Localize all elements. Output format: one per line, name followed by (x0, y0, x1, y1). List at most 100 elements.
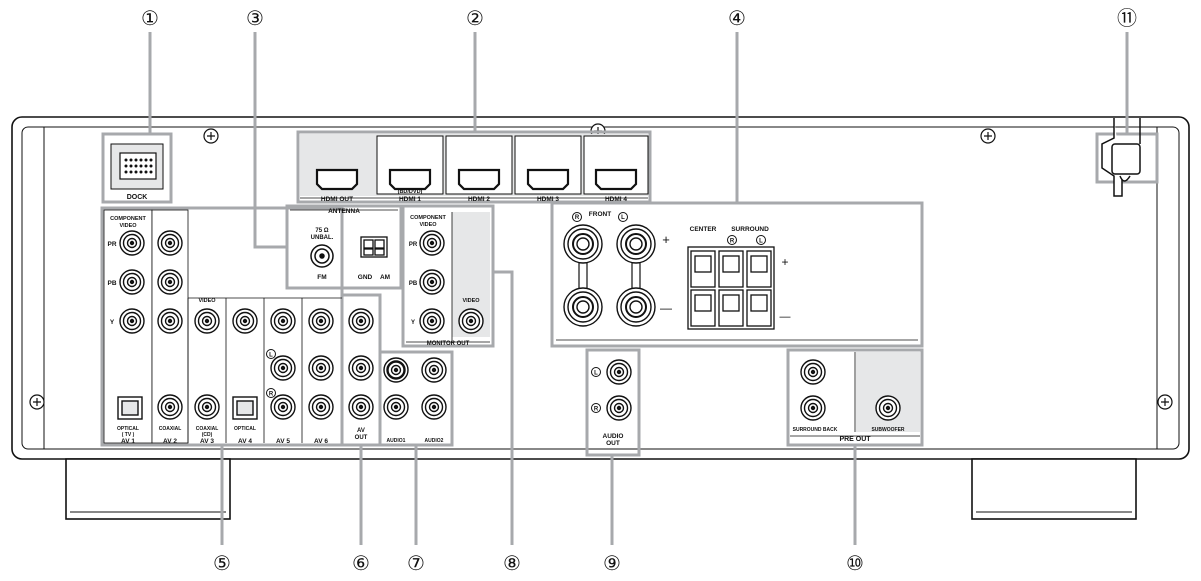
screw-icon (1157, 394, 1173, 410)
hdmi-group: HDMI OUT (BD/DVD) HDMI 1 HDMI 2 HDMI 3 H… (300, 134, 649, 203)
rca-jack-icon (119, 230, 145, 256)
av-out-label-2: OUT (355, 435, 368, 441)
rca-jack-icon (270, 355, 296, 381)
ohm-label: 75 Ω (315, 228, 328, 234)
av6-label: AV 6 (314, 438, 328, 445)
callout-9: ⑨ (603, 551, 621, 575)
rca-jack-icon (458, 308, 484, 334)
hdmi-port-icon (526, 168, 570, 191)
binding-post-icon (563, 287, 603, 327)
av3-label: AV 3 (200, 438, 214, 445)
callout-6: ⑥ (352, 551, 370, 575)
av-input-panel: COMPONENT VIDEO PR PB Y VIDEO (103, 209, 342, 445)
monitor-out-group: COMPONENT VIDEO PR PB Y VIDEO MONITOR OU… (406, 212, 490, 347)
spring-terminal-icons (687, 246, 775, 330)
optical-port-icon (117, 396, 143, 420)
cd-label: (CD) (202, 432, 213, 438)
tv-label: ( TV ) (122, 432, 135, 438)
av4-label: AV 4 (238, 438, 252, 445)
y-label: Y (110, 319, 115, 326)
hdmi-port-icon (594, 168, 638, 191)
component-video-label: VIDEO (119, 223, 137, 229)
callout-5: ⑤ (213, 551, 231, 575)
hdmi2-label: HDMI 2 (468, 196, 490, 203)
pre-out-group: SURROUND BACK SUBWOOFER PRE OUT (790, 352, 920, 443)
surround-label: SURROUND (731, 226, 769, 233)
binding-post-icons (563, 224, 656, 327)
pr-label: PR (107, 241, 116, 248)
coaxial3-label: COAXIAL (196, 426, 219, 432)
pb-label: PB (107, 280, 116, 287)
rca-jack-icon (800, 359, 826, 385)
component-label: COMPONENT (110, 216, 146, 222)
rca-jack-icon (157, 269, 183, 295)
rca-jack-icon (419, 308, 445, 334)
callout-2: ② (466, 6, 484, 30)
callout-3: ③ (246, 6, 264, 30)
rca-jack-icon (157, 394, 183, 420)
callout-leaders (148, 32, 1129, 545)
audio-out-r-marker: R (594, 407, 599, 413)
pre-out-label: PRE OUT (839, 436, 871, 443)
front-r-marker: R (575, 215, 580, 221)
hdmi-out-label: HDMI OUT (321, 196, 353, 203)
callout-8: ⑧ (503, 551, 521, 575)
surround-back-label: SURROUND BACK (793, 427, 838, 433)
speakers-group: R FRONT L + — CENTER SURROUND R L (556, 211, 918, 341)
front-plus-label: + (662, 232, 670, 247)
am-label: AM (380, 274, 390, 281)
rca-jack-icon (157, 230, 183, 256)
rca-jack-icon (348, 394, 374, 420)
hdmi1-label: HDMI 1 (399, 196, 421, 203)
rca-jack-icon (232, 308, 258, 334)
hdmi4-label: HDMI 4 (605, 196, 627, 203)
rca-jack-icon (308, 394, 334, 420)
rca-jack-icon (421, 357, 447, 383)
binding-post-icon (616, 224, 656, 264)
rca-jack-icon (383, 394, 409, 420)
rca-jack-icon (348, 308, 374, 334)
rca-jack-icon (157, 308, 183, 334)
hdmi-connector-icons (315, 168, 638, 191)
rca-jack-icon (419, 230, 445, 256)
fm-jack-icon (310, 244, 334, 268)
rca-jack-icon (383, 357, 409, 383)
audio1-label: AUDIO1 (387, 438, 406, 444)
hdmi-port-icon (315, 168, 359, 191)
rca-jacks (119, 230, 334, 420)
surround-r-marker: R (730, 239, 735, 245)
screw-icon (980, 128, 996, 144)
optical4-label: OPTICAL (234, 426, 256, 432)
rca-jack-icon (308, 308, 334, 334)
unbal-label: UNBAL. (311, 235, 334, 241)
surround-plus-label: + (781, 255, 788, 269)
monitor-out-label: MONITOR OUT (427, 341, 470, 347)
audio-in-group: AUDIO1 AUDIO2 (383, 357, 447, 444)
callout-7: ⑦ (407, 551, 425, 575)
surround-minus-label: — (780, 311, 791, 323)
audio-out-label-1: AUDIO (603, 433, 624, 440)
front-l-marker: L (621, 215, 625, 221)
rca-jack-icon (875, 395, 901, 421)
av-out-label-1: AV (357, 428, 365, 434)
coaxial2-label: COAXIAL (159, 426, 182, 432)
front-minus-label: — (660, 301, 672, 315)
rca-jack-icon (270, 394, 296, 420)
power-cord-icon (1101, 118, 1141, 197)
front-label: FRONT (589, 211, 611, 218)
callout-1: ① (141, 6, 159, 30)
callout-4: ④ (728, 6, 746, 30)
monitor-y-label: Y (411, 320, 415, 326)
callout-numbers: ① ② ③ ④ ⑤ ⑥ ⑦ ⑧ ⑨ ⑩ ⑪ (141, 6, 1137, 575)
monitor-pb-label: PB (409, 281, 418, 287)
hdmi-port-icon (388, 168, 432, 191)
rca-jack-icon (119, 308, 145, 334)
monitor-component-video-label: VIDEO (419, 222, 437, 228)
fm-label: FM (317, 274, 326, 281)
rca-jack-icon (119, 269, 145, 295)
screw-icon (203, 128, 219, 144)
callout-11: ⑪ (1117, 6, 1137, 30)
video-label: VIDEO (198, 298, 216, 304)
